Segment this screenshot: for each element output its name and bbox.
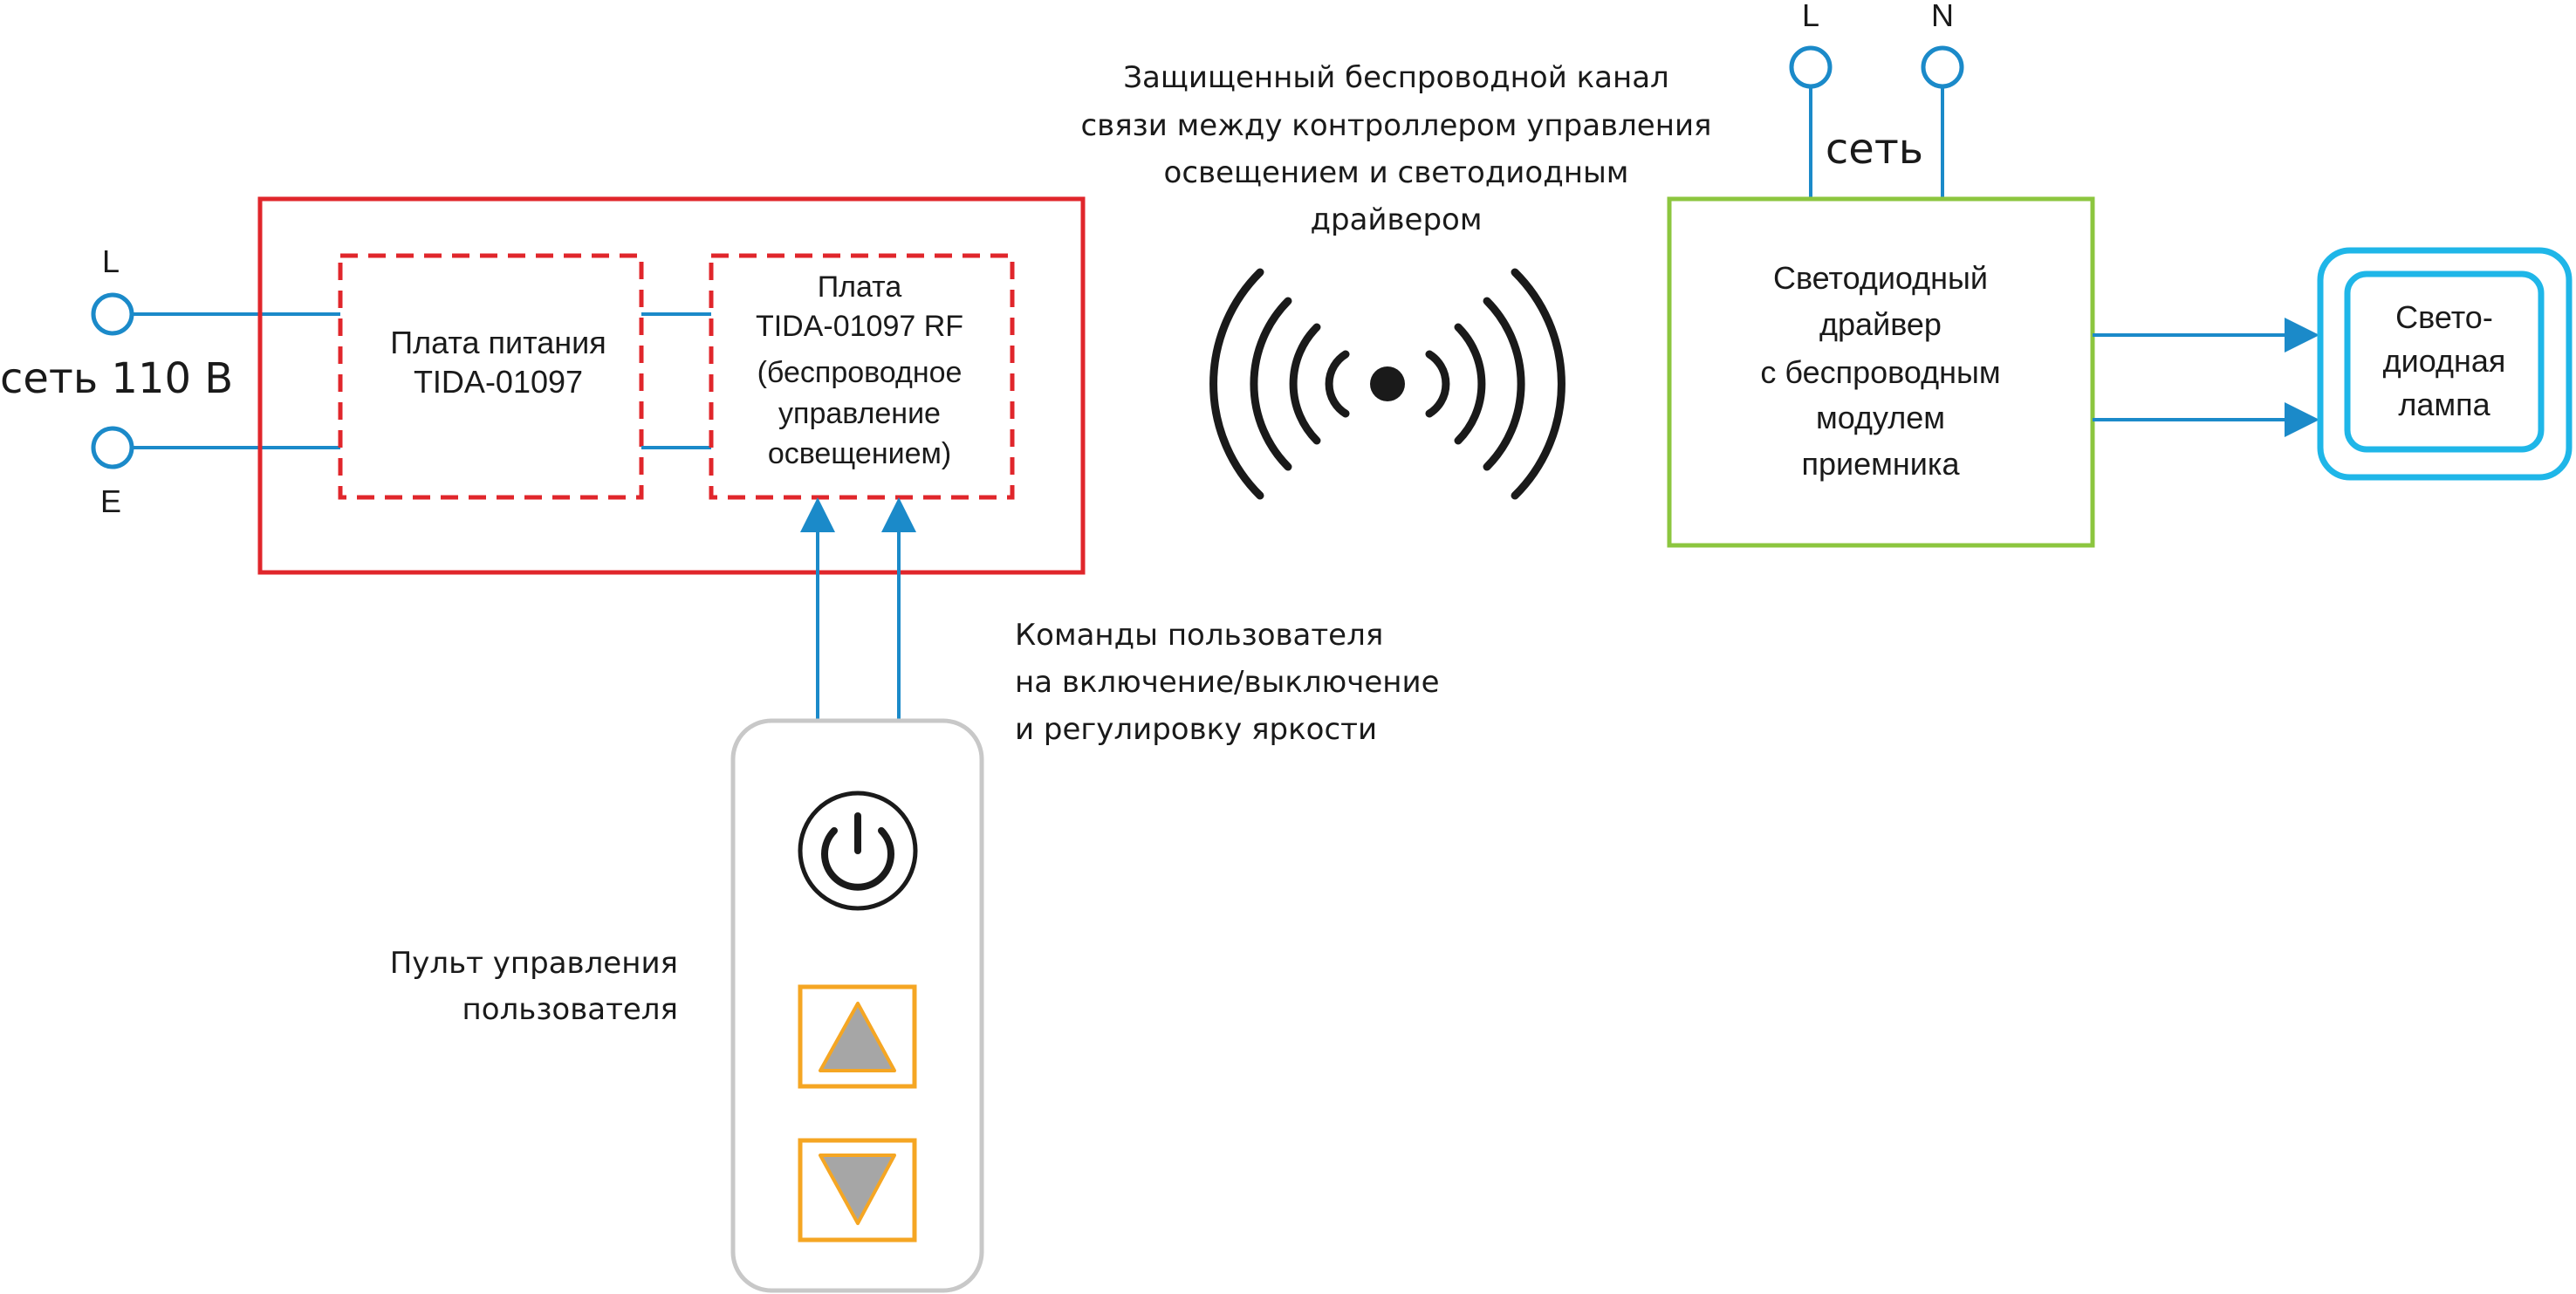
left-mains: L сеть 110 В E [0, 243, 340, 519]
driver-line: драйвер [1819, 306, 1942, 342]
remote-caption-line: Пульт управления [390, 946, 678, 981]
wireless-caption-line: освещением и светодиодным [1164, 155, 1629, 190]
led-lamp: Свето- диодная лампа [2317, 247, 2573, 481]
wireless-signal-icon [1209, 268, 1565, 500]
terminal-l-connector [91, 292, 134, 336]
terminal-e-connector [91, 426, 134, 469]
terminal-l-label: L [1802, 0, 1819, 33]
terminal-l-connector [1789, 45, 1833, 89]
lamp-line: диодная [2383, 343, 2506, 379]
terminal-n-label: N [1931, 0, 1954, 33]
led-lamp-outer [2317, 247, 2573, 481]
mains-label: сеть [1826, 125, 1923, 174]
driver-line: модулем [1816, 400, 1945, 435]
triangle-down-icon [819, 1154, 896, 1225]
controller-box [257, 196, 1086, 575]
remote-caption-line: пользователя [462, 992, 678, 1027]
terminal-l-label: L [102, 243, 120, 279]
right-mains: L N сеть [1789, 0, 1964, 199]
rf-board-line: (беспроводное [757, 356, 963, 389]
lamp-line: лампа [2398, 387, 2490, 422]
triangle-up-icon [819, 1002, 896, 1072]
commands-caption-line: на включение/выключение [1015, 665, 1440, 700]
power-board-model: TIDA-01097 [414, 364, 583, 400]
rf-board-box [709, 253, 1015, 500]
driver-line: приемника [1802, 446, 1961, 482]
wireless-caption-line: Защищенный беспроводной канал [1123, 60, 1669, 95]
commands-caption: Команды пользователя на включение/выключ… [1015, 618, 1440, 747]
brightness-up-button[interactable] [798, 984, 917, 1089]
led-driver-box [1667, 196, 2095, 548]
driver-line: Светодиодный [1773, 260, 1988, 296]
terminal-e-label: E [100, 483, 121, 519]
rf-board-line: TIDA-01097 RF [756, 310, 963, 343]
wireless-caption-line: драйвером [1310, 202, 1482, 237]
wireless-caption: Защищенный беспроводной канал связи межд… [1080, 60, 1711, 237]
power-board-title: Плата питания [390, 325, 606, 360]
brightness-down-button[interactable] [798, 1138, 917, 1243]
rf-board: Плата TIDA-01097 RF (беспроводное управл… [709, 253, 1015, 500]
wireless-caption-line: связи между контроллером управления [1080, 108, 1711, 143]
terminal-n-connector [1921, 45, 1964, 89]
power-icon[interactable] [798, 791, 918, 911]
remote-control [730, 718, 984, 1293]
commands-caption-line: и регулировку яркости [1015, 712, 1377, 747]
driver-line: с беспроводным [1760, 354, 2000, 390]
led-lamp-inner [2344, 270, 2545, 453]
power-board: Плата питания TIDA-01097 [338, 253, 644, 500]
rf-board-line: управление [778, 397, 941, 430]
rf-board-line: Плата [818, 270, 902, 304]
remote-caption: Пульт управления пользователя [390, 946, 678, 1027]
lamp-line: Свето- [2395, 299, 2493, 335]
commands-caption-line: Команды пользователя [1015, 618, 1383, 653]
mains-110v-label: сеть 110 В [0, 354, 233, 403]
led-driver: Светодиодный драйвер с беспроводным моду… [1667, 196, 2095, 548]
rf-board-line: освещением) [768, 437, 951, 470]
power-board-box [338, 253, 644, 500]
